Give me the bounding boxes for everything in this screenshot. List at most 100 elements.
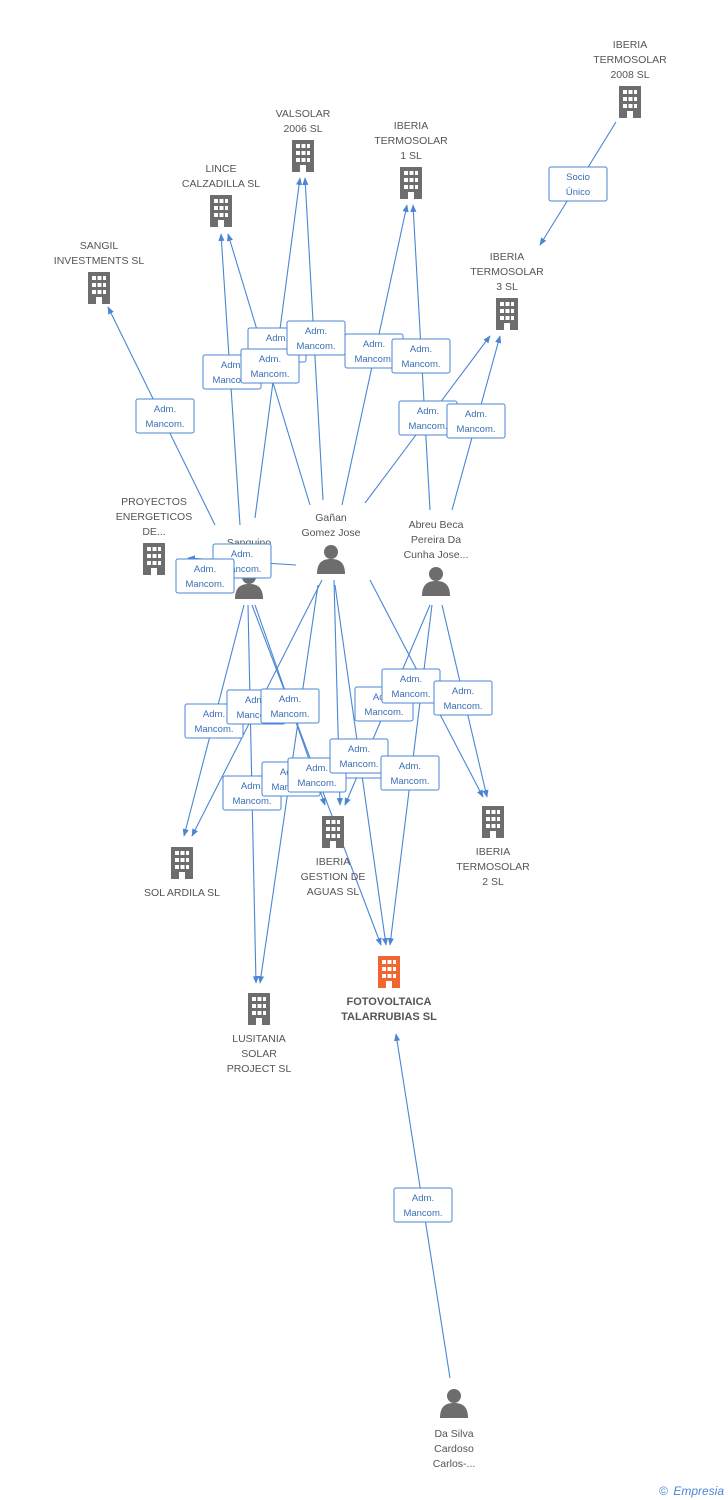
node-label-fotovoltaica: FOTOVOLTAICA xyxy=(347,996,432,1008)
person-icon xyxy=(440,1389,468,1418)
node-label-dasilva: Carlos-... xyxy=(433,1458,476,1470)
edge-label-text: Mancom. xyxy=(401,359,440,370)
building-icon xyxy=(143,543,165,575)
edge-label-ganan-to-iberia3[interactable]: Adm.Mancom. xyxy=(398,400,458,436)
node-label-abreu: Cunha Jose... xyxy=(404,549,469,561)
node-label-iberia2008: TERMOSOLAR xyxy=(593,54,667,66)
edge-label-ganan-to-iberia2[interactable]: Adm.Mancom. xyxy=(381,668,441,704)
node-label-sangil: SANGIL xyxy=(80,240,119,252)
edge-label-text: Socio xyxy=(566,172,590,183)
building-icon xyxy=(171,847,193,879)
node-label-proyectos: ENERGETICOS xyxy=(116,511,192,523)
edge-label-text: Adm. xyxy=(417,406,439,417)
edge-label-text: Mancom. xyxy=(354,354,393,365)
edge-label-abreu-to-iberia3[interactable]: Adm.Mancom. xyxy=(446,403,506,439)
edge-label-ganan-to-iberia1[interactable]: Adm.Mancom. xyxy=(344,333,404,369)
building-icon xyxy=(482,806,504,838)
edge-label-ganan-to-fotovoltaica[interactable]: Adm.Mancom. xyxy=(329,738,389,774)
node-label-lusitania: SOLAR xyxy=(241,1048,277,1060)
edge-label-abreu-to-iberia2[interactable]: Adm.Mancom. xyxy=(433,680,493,716)
edge-label-text: Mancom. xyxy=(222,564,261,575)
edge-label-text: Adm. xyxy=(266,333,288,344)
node-label-iberia2008: 2008 SL xyxy=(610,69,649,81)
edge-label-text: Adm. xyxy=(194,564,216,575)
building-icon xyxy=(292,140,314,172)
edge-label-abreu-to-fotovoltaica[interactable]: Adm.Mancom. xyxy=(380,755,440,791)
person-icon xyxy=(317,545,345,574)
building-icon xyxy=(210,195,232,227)
node-proyectos[interactable]: PROYECTOSENERGETICOSDE... xyxy=(116,496,192,575)
edge-label-text: Mancom. xyxy=(296,341,335,352)
edge-label-dasilva-to-fotovoltaica[interactable]: Adm. Mancom. xyxy=(393,1187,453,1223)
edge-label-ganan-to-valsolar[interactable]: Adm.Mancom. xyxy=(286,320,346,356)
node-label-iberia1: 1 SL xyxy=(400,150,422,162)
edge-label-text: Adm. xyxy=(399,761,421,772)
node-label-abreu: Pereira Da xyxy=(411,534,461,546)
node-solardila[interactable]: SOL ARDILA SL xyxy=(144,847,220,899)
edge-label-box xyxy=(548,166,608,202)
node-dasilva[interactable]: Da SilvaCardosoCarlos-... xyxy=(433,1389,476,1470)
person-icon xyxy=(422,567,450,596)
node-label-ganan: Gomez Jose xyxy=(302,527,361,539)
node-label-iberia2: 2 SL xyxy=(482,876,504,888)
edge-label-text: Adm. xyxy=(306,763,328,774)
node-label-sangil: INVESTMENTS SL xyxy=(54,255,145,267)
edge-label-text: Mancom. xyxy=(145,419,184,430)
edge-label-text: Adm. xyxy=(412,1193,434,1204)
edge-label-text: Mancom. xyxy=(212,375,251,386)
edge-label-text: Adm. xyxy=(203,709,225,720)
brand-name: Empresia xyxy=(673,1484,724,1498)
edge-label-sanguino-to-proyectos[interactable]: Adm.Mancom. xyxy=(175,558,235,594)
edge-label-text: Adm. xyxy=(241,781,263,792)
edge-label-text: Adm. xyxy=(221,360,243,371)
edge-label-box xyxy=(433,680,493,716)
edge-label-sanguino-to-valsolar[interactable]: Adm.Mancom. xyxy=(240,348,300,384)
node-label-iberia3: 3 SL xyxy=(496,281,518,293)
node-label-lusitania: LUSITANIA xyxy=(232,1033,285,1045)
node-label-iberia3: IBERIA xyxy=(490,251,524,263)
edge-label-text: Mancom. xyxy=(443,701,482,712)
building-icon xyxy=(248,993,270,1025)
edge-label-text: Adm. xyxy=(410,344,432,355)
edge-label-sanguino-to-sangil[interactable]: Adm.Mancom. xyxy=(135,398,195,434)
footer-brand[interactable]: © Empresia xyxy=(659,1484,724,1498)
edge-label-box xyxy=(175,558,235,594)
edge-label-box xyxy=(240,348,300,384)
edge-label-text: Mancom. xyxy=(456,424,495,435)
node-sangil[interactable]: SANGIL INVESTMENTS SL xyxy=(54,240,145,304)
edge-label-abreu-to-iberia1[interactable]: Adm. Mancom. xyxy=(391,338,451,374)
node-label-proyectos: PROYECTOS xyxy=(121,496,187,508)
node-label-iberia1: TERMOSOLAR xyxy=(374,135,448,147)
edge-label-text: Adm. xyxy=(348,744,370,755)
node-label-iberia1: IBERIA xyxy=(394,120,428,132)
edge-label-text: Mancom. xyxy=(403,1208,442,1219)
node-label-valsolar: VALSOLAR xyxy=(276,108,331,120)
node-label-dasilva: Da Silva xyxy=(434,1428,473,1440)
building-icon xyxy=(322,816,344,848)
edge-label-box xyxy=(446,403,506,439)
edge-label-text: Mancom. xyxy=(297,778,336,789)
building-icon xyxy=(88,272,110,304)
building-icon xyxy=(496,298,518,330)
node-label-dasilva: Cardoso xyxy=(434,1443,474,1455)
node-iberia1[interactable]: IBERIA TERMOSOLAR 1 SL xyxy=(374,120,448,199)
node-label-fotovoltaica: TALARRUBIAS SL xyxy=(341,1011,437,1023)
node-fotovoltaica[interactable]: FOTOVOLTAICA TALARRUBIAS SL xyxy=(341,956,437,1023)
edge-label-text: Adm. xyxy=(259,354,281,365)
edge-label-text: Adm. xyxy=(231,549,253,560)
edge-label-sanguino-to-iberiagestion[interactable]: Adm.Mancom. xyxy=(260,688,320,724)
edge-label-text: Mancom. xyxy=(391,689,430,700)
edge-label-text: Mancom. xyxy=(232,796,271,807)
